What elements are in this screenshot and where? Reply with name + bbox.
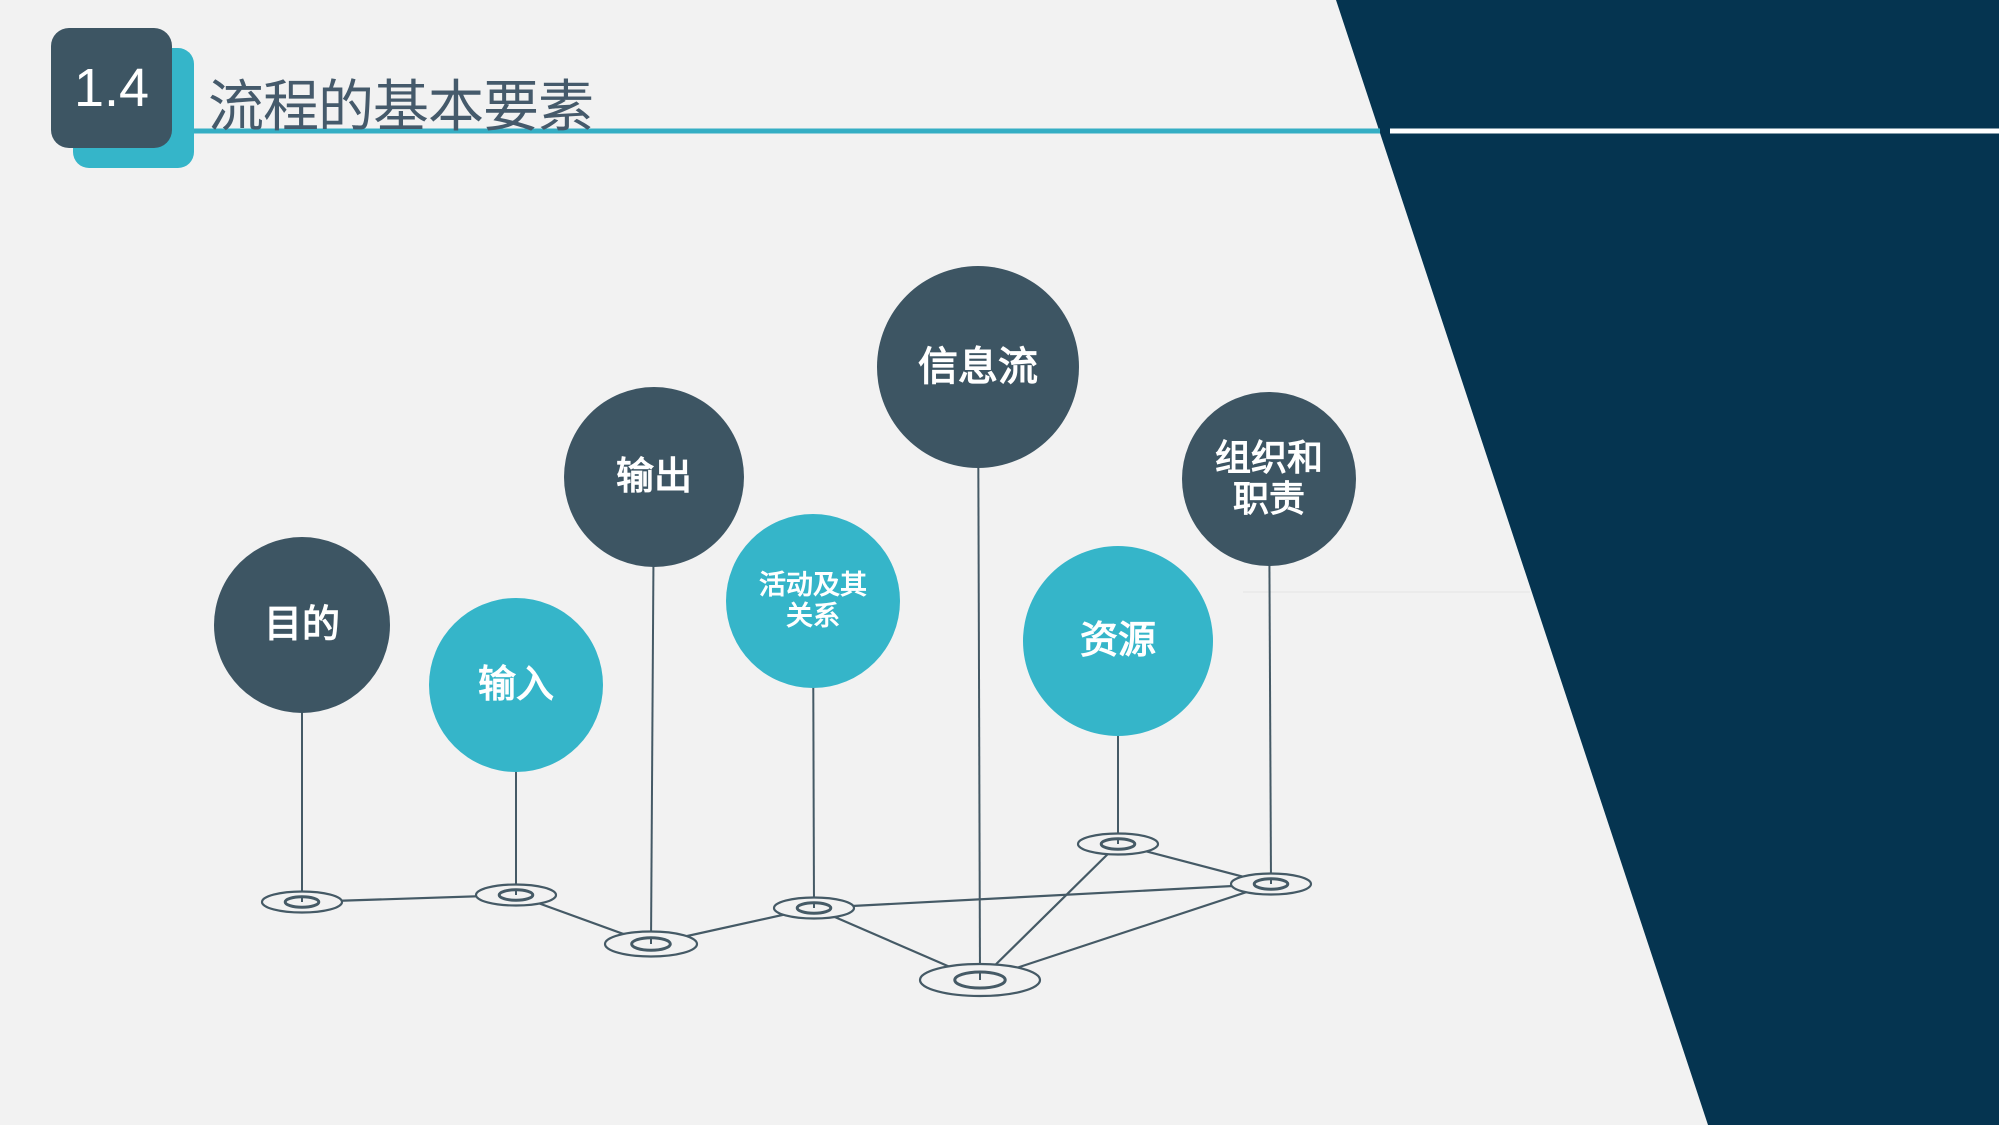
node-activities: 活动及其关系 <box>726 514 900 688</box>
node-label: 信息流 <box>918 344 1038 390</box>
node-label: 活动及其关系 <box>759 569 867 632</box>
node-input: 输入 <box>429 598 603 772</box>
connection-line <box>979 882 1272 982</box>
section-number-badge: 1.4 <box>51 28 172 148</box>
node-label: 目的 <box>263 602 340 647</box>
connection-line <box>979 843 1119 981</box>
stem-line <box>977 366 981 981</box>
node-label: 组织和职责 <box>1214 437 1323 520</box>
node-information-flow: 信息流 <box>877 266 1079 468</box>
node-organization: 组织和职责 <box>1182 392 1356 566</box>
node-label: 输出 <box>615 454 692 499</box>
connection-line <box>813 882 1272 910</box>
node-label: 输入 <box>477 662 554 707</box>
page-title: 流程的基本要素 <box>208 75 594 140</box>
node-label: 资源 <box>1079 618 1156 663</box>
node-purpose: 目的 <box>214 537 390 713</box>
navy-side-panel <box>1336 0 1999 1125</box>
node-output: 输出 <box>564 387 744 567</box>
node-resources: 资源 <box>1023 546 1213 736</box>
